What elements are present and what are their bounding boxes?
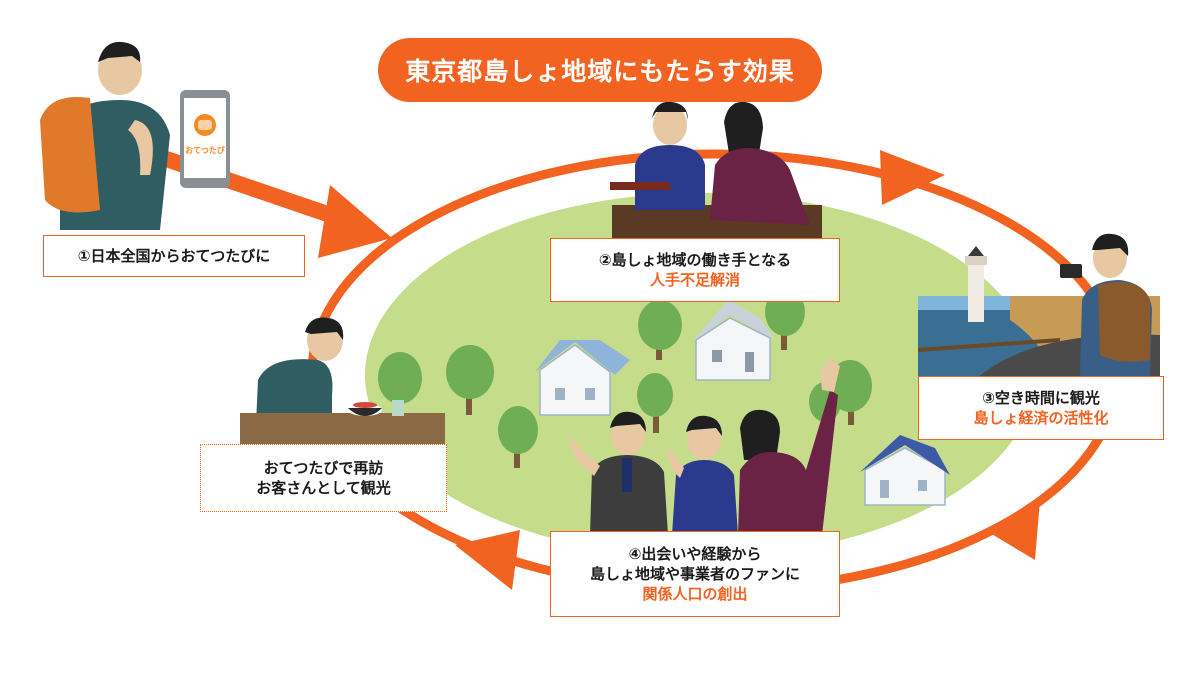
revisit-line2: お客さんとして観光 — [256, 479, 391, 497]
trees — [378, 288, 872, 468]
lighthouse-icon — [965, 246, 987, 296]
step3-highlight: 島しょ経済の活性化 — [973, 409, 1109, 427]
step3-label: ③空き時間に観光 — [982, 388, 1100, 407]
revisit-line1: おてつたびで再訪 — [263, 458, 384, 477]
app-label: おてつたび — [185, 145, 225, 155]
page-title: 東京都島しょ地域にもたらす効果 — [378, 38, 822, 102]
step2-label: ②島しょ地域の働き手となる — [598, 250, 792, 269]
cycle-arrowhead-top — [880, 150, 945, 205]
step4-line2: 島しょ地域や事業者のファンに — [589, 564, 800, 583]
step2-highlight: 人手不足解消 — [649, 271, 740, 289]
cycle-arrowhead-bottom — [455, 530, 520, 590]
step2-box: ②島しょ地域の働き手となる 人手不足解消 — [550, 238, 840, 302]
traveler-figure — [40, 41, 170, 230]
house-right — [860, 435, 950, 506]
step4-line1: ④出会いや経験から — [628, 544, 762, 563]
workers-figure — [610, 101, 822, 240]
group-figures — [566, 358, 840, 535]
entry-arrow — [132, 142, 353, 228]
step1-label: ①日本全国からおてつたびに — [77, 246, 271, 265]
step4-highlight: 関係人口の創出 — [642, 585, 748, 604]
step4-box: ④出会いや経験から 島しょ地域や事業者のファンに 関係人口の創出 — [550, 531, 840, 617]
revisit-box: おてつたびで再訪 お客さんとして観光 — [200, 444, 447, 512]
step1-box: ①日本全国からおてつたびに — [43, 235, 305, 277]
photographer-figure — [1060, 233, 1152, 378]
cycle-arrowhead-right — [985, 500, 1040, 560]
house-left — [535, 340, 630, 416]
entry-arrowhead — [318, 185, 392, 258]
step3-box: ③空き時間に観光 島しょ経済の活性化 — [918, 376, 1164, 440]
diner-figure — [240, 317, 445, 448]
house-center — [692, 300, 775, 381]
smartphone-icon — [180, 90, 230, 188]
